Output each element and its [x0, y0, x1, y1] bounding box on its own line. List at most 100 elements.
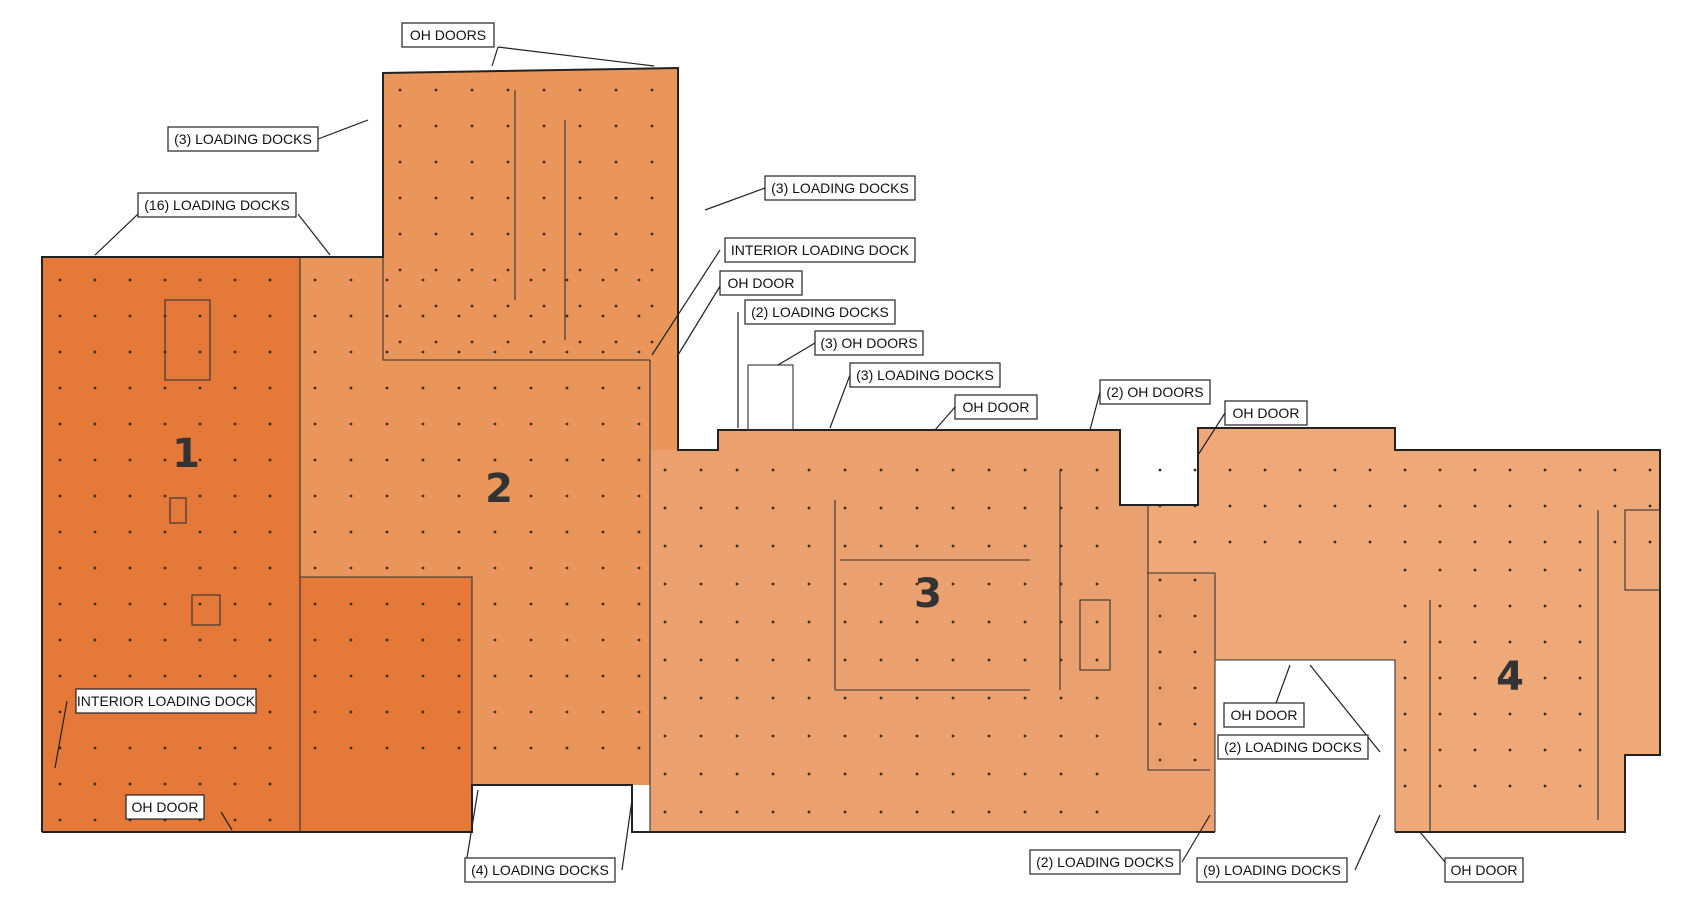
- column-dot: [771, 544, 775, 548]
- column-dot: [951, 544, 955, 548]
- column-dot: [457, 602, 461, 606]
- column-dot: [349, 746, 353, 750]
- column-dot: [807, 582, 811, 586]
- column-dot: [493, 386, 497, 390]
- column-dot: [1613, 540, 1617, 544]
- column-dot: [915, 658, 919, 662]
- column-dot: [565, 710, 569, 714]
- column-dot: [349, 494, 353, 498]
- column-dot: [1473, 712, 1477, 716]
- column-dot: [163, 602, 167, 606]
- column-dot: [233, 314, 237, 318]
- column-dot: [470, 160, 474, 164]
- column-dot: [1095, 544, 1099, 548]
- column-dot: [1193, 758, 1197, 762]
- column-dot: [421, 710, 425, 714]
- column-dot: [1059, 734, 1063, 738]
- column-dot: [951, 734, 955, 738]
- column-dot: [163, 386, 167, 390]
- column-dot: [987, 734, 991, 738]
- column-dot: [163, 458, 167, 462]
- column-dot: [313, 314, 317, 318]
- column-dot: [470, 196, 474, 200]
- column-dot: [1648, 468, 1652, 472]
- column-dot: [93, 494, 97, 498]
- column-dot: [421, 674, 425, 678]
- column-dot: [879, 772, 883, 776]
- column-dot: [843, 620, 847, 624]
- column-dot: [879, 582, 883, 586]
- column-dot: [1228, 468, 1232, 472]
- column-dot: [1508, 468, 1512, 472]
- column-dot: [915, 810, 919, 814]
- column-dot: [843, 696, 847, 700]
- column-dot: [614, 268, 618, 272]
- column-dot: [1578, 568, 1582, 572]
- column-dot: [601, 674, 605, 678]
- column-dot: [470, 232, 474, 236]
- column-dot: [1543, 568, 1547, 572]
- column-dot: [163, 314, 167, 318]
- column-dot: [565, 494, 569, 498]
- building-outline: [41, 66, 1661, 833]
- column-dot: [268, 422, 272, 426]
- column-dot: [843, 582, 847, 586]
- callout-loading-docks-3-mid: (3) LOADING DOCKS: [849, 362, 1001, 388]
- column-dot: [1403, 504, 1407, 508]
- svg-text:(2) OH DOORS: (2) OH DOORS: [1106, 384, 1203, 400]
- column-dot: [313, 602, 317, 606]
- column-dot: [807, 658, 811, 662]
- column-dot: [421, 566, 425, 570]
- column-dot: [385, 710, 389, 714]
- column-dot: [663, 620, 667, 624]
- column-dot: [58, 314, 62, 318]
- column-dot: [268, 746, 272, 750]
- column-dot: [457, 566, 461, 570]
- column-dot: [93, 422, 97, 426]
- column-dot: [398, 268, 402, 272]
- column-dot: [233, 638, 237, 642]
- column-dot: [506, 268, 510, 272]
- column-dot: [434, 88, 438, 92]
- column-dot: [637, 674, 641, 678]
- svg-text:OH DOOR: OH DOOR: [728, 275, 795, 291]
- column-dot: [987, 620, 991, 624]
- column-dot: [385, 458, 389, 462]
- column-dot: [529, 638, 533, 642]
- column-dot: [542, 268, 546, 272]
- column-dot: [1438, 712, 1442, 716]
- column-dot: [421, 458, 425, 462]
- column-dot: [128, 314, 132, 318]
- column-dot: [637, 746, 641, 750]
- column-dot: [233, 422, 237, 426]
- column-dot: [601, 314, 605, 318]
- column-dot: [578, 196, 582, 200]
- svg-text:(16) LOADING DOCKS: (16) LOADING DOCKS: [144, 197, 289, 213]
- column-dot: [198, 386, 202, 390]
- column-dot: [1438, 640, 1442, 644]
- column-dot: [313, 566, 317, 570]
- column-dot: [529, 458, 533, 462]
- column-dot: [313, 674, 317, 678]
- column-dot: [163, 638, 167, 642]
- column-dot: [879, 620, 883, 624]
- column-dot: [1368, 540, 1372, 544]
- column-dot: [1095, 658, 1099, 662]
- column-dot: [268, 602, 272, 606]
- column-dot: [565, 566, 569, 570]
- column-dot: [1193, 614, 1197, 618]
- column-dot: [349, 638, 353, 642]
- column-dot: [1578, 640, 1582, 644]
- column-dot: [93, 746, 97, 750]
- column-dot: [601, 422, 605, 426]
- column-dot: [1473, 468, 1477, 472]
- column-dot: [542, 232, 546, 236]
- column-dot: [987, 696, 991, 700]
- column-dot: [58, 782, 62, 786]
- column-dot: [58, 278, 62, 282]
- column-dot: [1438, 568, 1442, 572]
- column-dot: [542, 340, 546, 344]
- column-dot: [506, 160, 510, 164]
- column-dot: [1578, 504, 1582, 508]
- column-dot: [1158, 578, 1162, 582]
